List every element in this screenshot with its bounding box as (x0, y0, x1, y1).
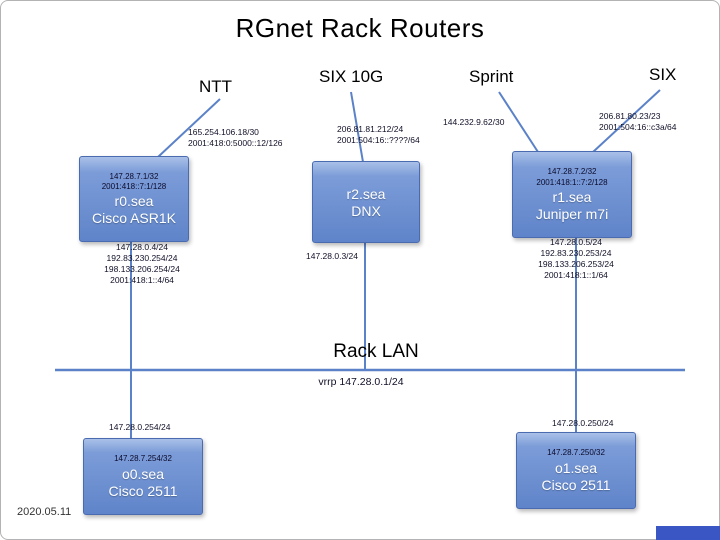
background-window-corner (656, 526, 720, 540)
lan-ips-r2: 147.28.0.3/24 (306, 251, 358, 262)
vrrp-label: vrrp 147.28.0.1/24 (318, 376, 404, 388)
router-model: DNX (351, 202, 381, 219)
uplink-ips-ntt: 165.254.106.18/30 2001:418:0:5000::12/12… (188, 127, 283, 149)
lan-ips-r0: 147.28.0.4/24 192.83.230.254/24 198.133.… (94, 242, 190, 286)
ip-line: 192.83.230.254/24 (106, 253, 178, 264)
ip-line: 198.133.206.254/24 (104, 264, 180, 275)
router-name: r0.sea (114, 193, 154, 210)
loopback-ip: 147.28.7.250/32 (547, 448, 605, 458)
uplink-label-six10g: SIX 10G (319, 67, 384, 86)
uplink-ips-sprint: 144.232.9.62/30 (443, 117, 504, 128)
router-model: Juniper m7i (535, 205, 609, 222)
ip-line: 2001:418:1::4/64 (110, 275, 174, 286)
router-name: r1.sea (552, 188, 592, 205)
loopback-ip: 2001:418::7:1/128 (101, 182, 167, 191)
router-name: r2.sea (346, 185, 386, 202)
loopback-ip: 2001:418:1::7:2/128 (536, 177, 608, 187)
ip-line: 147.28.0.254/24 (109, 422, 171, 432)
uplink-label-sprint: Sprint (469, 67, 514, 86)
console-name: o0.sea (121, 465, 165, 482)
loopback-ip: 147.28.7.1/32 (109, 171, 159, 181)
lan-ips-r1: 147.28.0.5/24 192.83.230.253/24 198.133.… (528, 237, 624, 281)
link-sprint-r1 (498, 91, 539, 153)
uplink-label-ntt: NTT (199, 77, 233, 96)
ip-line: 165.254.106.18/30 (188, 127, 259, 137)
router-node-r2: r2.sea DNX (312, 161, 420, 243)
ip-line: 2001:504:16::c3a/64 (599, 122, 677, 133)
loopback-ip: 147.28.7.2/32 (547, 167, 597, 177)
uplink-label-six: SIX (649, 65, 677, 84)
ip-line: 2001:418:1::1/64 (544, 270, 608, 281)
loopback-ips-o1: 147.28.7.250/32 (547, 448, 605, 458)
loopback-ips-o0: 147.28.7.254/32 (114, 454, 172, 464)
ip-line: 2001:504:16::????/64 (337, 135, 420, 146)
ip-line: 147.28.0.4/24 (116, 242, 168, 252)
loopback-ip: 147.28.7.254/32 (114, 454, 172, 464)
rack-lan-label: Rack LAN (333, 341, 419, 362)
console-model: Cisco 2511 (108, 482, 178, 499)
router-node-r1: 147.28.7.2/32 2001:418:1::7:2/128 r1.sea… (512, 151, 632, 238)
loopback-ips-r1: 147.28.7.2/32 2001:418:1::7:2/128 (536, 167, 607, 188)
ip-line: 206.81.80.23/23 (599, 111, 661, 121)
ip-line: 198.133.206.253/24 (538, 259, 614, 270)
ip-line: 147.28.0.5/24 (550, 237, 602, 247)
uplink-ips-six: 206.81.80.23/23 2001:504:16::c3a/64 (599, 111, 677, 133)
console-node-o1: 147.28.7.250/32 o1.sea Cisco 2511 (516, 432, 636, 509)
console-node-o0: 147.28.7.254/32 o0.sea Cisco 2511 (83, 438, 203, 515)
ip-line: 147.28.0.250/24 (552, 418, 614, 428)
ip-line: 147.28.0.3/24 (306, 251, 358, 261)
router-model: Cisco ASR1K (91, 210, 177, 227)
console-model: Cisco 2511 (541, 476, 611, 493)
date-label: 2020.05.11 (17, 506, 72, 518)
lan-ip-o1: 147.28.0.250/24 (552, 418, 613, 429)
lan-ip-o0: 147.28.0.254/24 (109, 422, 170, 433)
uplink-ips-six10g: 206.81.81.212/24 2001:504:16::????/64 (337, 124, 420, 146)
router-node-r0: 147.28.7.1/32 2001:418::7:1/128 r0.sea C… (79, 156, 189, 242)
ip-line: 192.83.230.253/24 (540, 248, 612, 259)
ip-line: 206.81.81.212/24 (337, 124, 404, 134)
page-title: RGnet Rack Routers (235, 13, 485, 43)
ip-line: 144.232.9.62/30 (443, 117, 505, 127)
ip-line: 2001:418:0:5000::12/126 (188, 138, 283, 149)
loopback-ips-r0: 147.28.7.1/32 2001:418::7:1/128 (102, 172, 167, 193)
console-name: o1.sea (554, 459, 598, 476)
